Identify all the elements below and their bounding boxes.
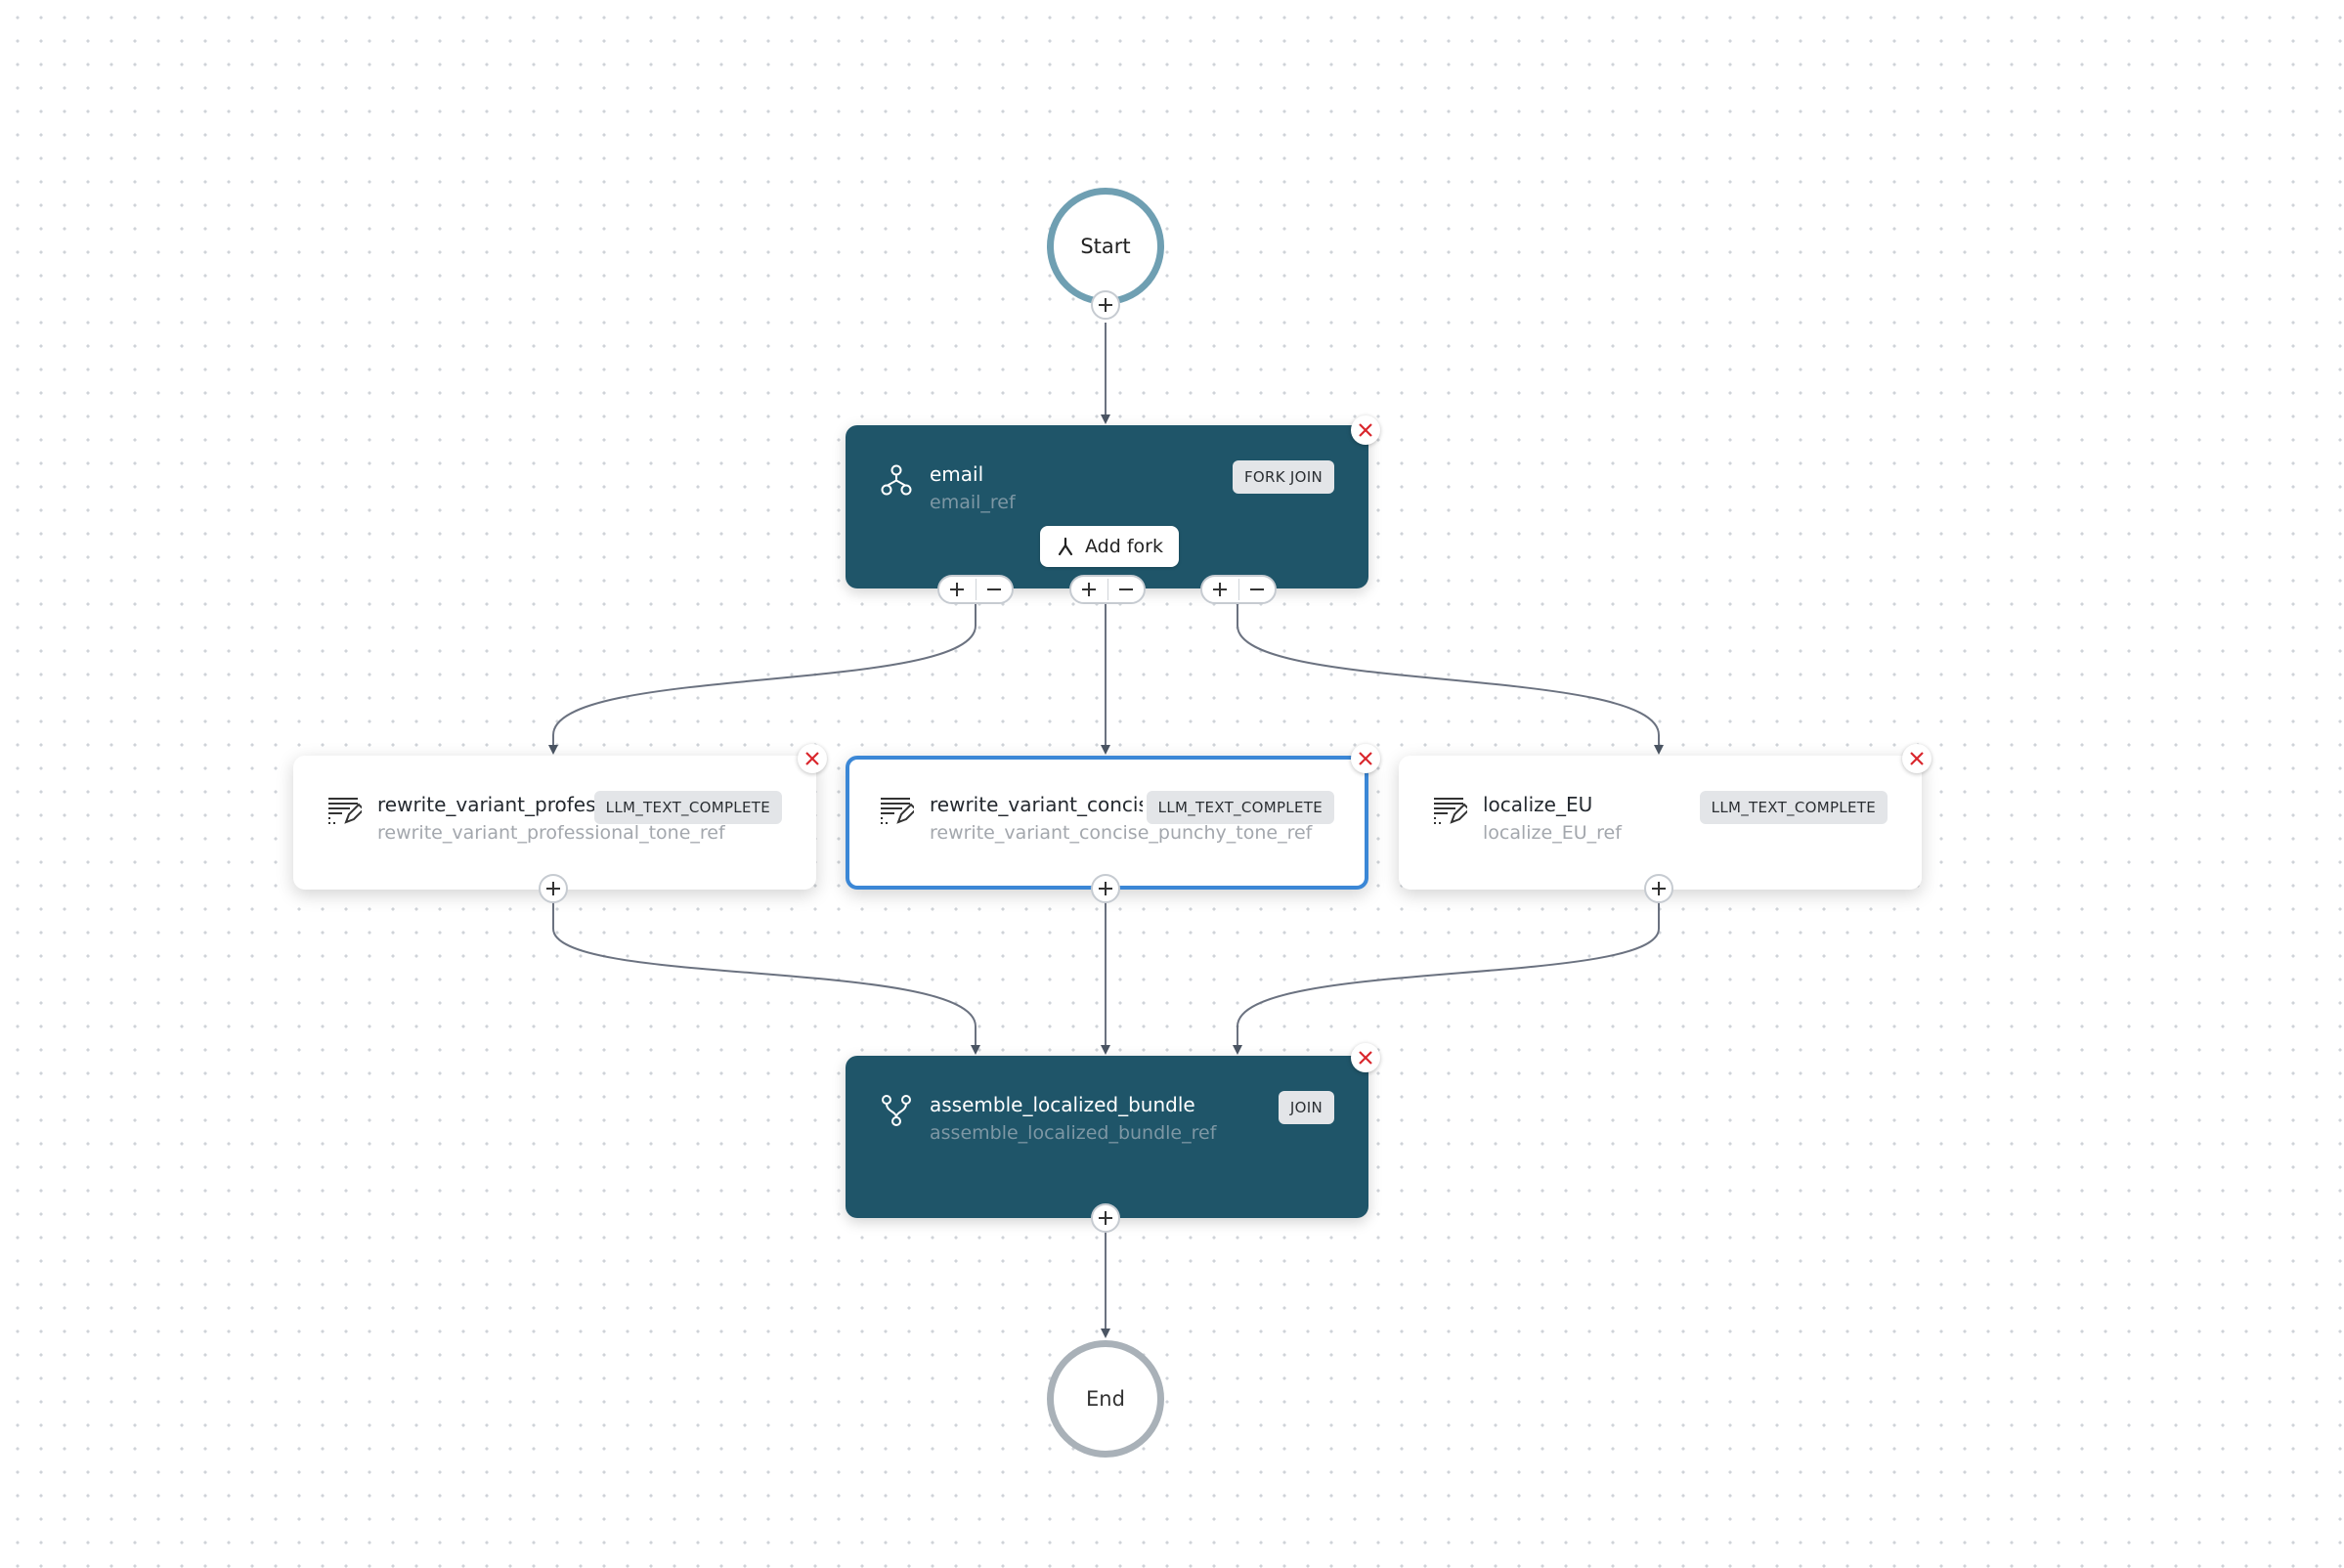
llm-text-icon: [1434, 798, 1467, 824]
plus-icon: [546, 882, 560, 895]
minus-icon: [986, 588, 1001, 590]
add-task-button[interactable]: [1071, 577, 1107, 602]
node-title: rewrite_variant_concis: [930, 793, 1143, 816]
add-fork-button[interactable]: Add fork: [1040, 526, 1179, 567]
node-ref: assemble_localized_bundle_ref: [930, 1122, 1217, 1144]
add-task-button[interactable]: [1091, 874, 1120, 903]
fork-branch-controls-3: [1200, 575, 1277, 604]
plus-icon: [1213, 583, 1228, 596]
plus-icon: [1082, 583, 1097, 596]
remove-node-button[interactable]: [1351, 744, 1380, 773]
task-node-rewrite-concise[interactable]: rewrite_variant_concis rewrite_variant_c…: [846, 756, 1368, 890]
plus-icon: [1099, 298, 1112, 312]
node-title: assemble_localized_bundle: [930, 1093, 1195, 1116]
remove-branch-button[interactable]: [1108, 577, 1145, 602]
remove-branch-button[interactable]: [977, 577, 1013, 602]
task-type-badge: JOIN: [1278, 1091, 1334, 1124]
join-node-assemble[interactable]: assemble_localized_bundle assemble_local…: [846, 1056, 1368, 1218]
fork-arrow-icon: [1058, 537, 1073, 556]
llm-text-icon: [881, 798, 914, 824]
close-icon: [1359, 423, 1372, 437]
edge-join-3: [1233, 901, 1660, 1055]
close-icon: [1359, 752, 1372, 765]
edge-join-1: [552, 901, 980, 1055]
add-fork-label: Add fork: [1085, 536, 1163, 557]
remove-node-button[interactable]: [798, 744, 827, 773]
task-type-badge: LLM_TEXT_COMPLETE: [1699, 791, 1888, 824]
node-ref: email_ref: [930, 492, 1016, 513]
node-title: email: [930, 462, 984, 486]
task-type-badge: LLM_TEXT_COMPLETE: [1146, 791, 1334, 824]
node-ref: localize_EU_ref: [1483, 822, 1622, 844]
remove-node-button[interactable]: [1351, 415, 1380, 445]
fork-branch-controls-2: [1069, 575, 1146, 604]
plus-icon: [1099, 882, 1112, 895]
minus-icon: [1249, 588, 1264, 590]
edge-fork-3: [1237, 604, 1664, 755]
remove-node-button[interactable]: [1902, 744, 1932, 773]
start-label: Start: [1080, 235, 1131, 258]
task-type-badge: FORK JOIN: [1232, 460, 1334, 494]
end-label: End: [1086, 1387, 1125, 1411]
task-node-localize-eu[interactable]: localize_EU localize_EU_ref LLM_TEXT_COM…: [1399, 756, 1922, 890]
edge-fork-1: [548, 604, 977, 755]
divider: [975, 579, 977, 600]
plus-icon: [1099, 1211, 1112, 1225]
divider: [1237, 579, 1239, 600]
minus-icon: [1118, 588, 1133, 590]
add-task-button[interactable]: [1091, 1203, 1120, 1233]
end-node[interactable]: End: [1047, 1340, 1164, 1458]
close-icon: [1359, 1051, 1372, 1065]
remove-branch-button[interactable]: [1239, 577, 1276, 602]
divider: [1107, 579, 1108, 600]
task-node-rewrite-professional[interactable]: rewrite_variant_profes rewrite_variant_p…: [293, 756, 816, 890]
node-ref: rewrite_variant_concise_punchy_tone_ref: [930, 822, 1313, 844]
plus-icon: [1652, 882, 1666, 895]
remove-node-button[interactable]: [1351, 1043, 1380, 1072]
task-type-badge: LLM_TEXT_COMPLETE: [593, 791, 782, 824]
add-task-button[interactable]: [1202, 577, 1238, 602]
add-task-after-start-button[interactable]: [1091, 290, 1120, 320]
node-ref: rewrite_variant_professional_tone_ref: [377, 822, 725, 844]
start-node[interactable]: Start: [1047, 188, 1164, 305]
node-title: localize_EU: [1483, 793, 1593, 816]
add-task-button[interactable]: [539, 874, 568, 903]
llm-text-icon: [328, 798, 362, 824]
close-icon: [1910, 752, 1924, 765]
add-task-button[interactable]: [1644, 874, 1673, 903]
fork-icon: [881, 464, 912, 496]
add-task-button[interactable]: [939, 577, 976, 602]
join-icon: [882, 1095, 911, 1126]
node-title: rewrite_variant_profes: [377, 793, 596, 816]
fork-branch-controls-1: [937, 575, 1014, 604]
plus-icon: [950, 583, 965, 596]
close-icon: [805, 752, 819, 765]
